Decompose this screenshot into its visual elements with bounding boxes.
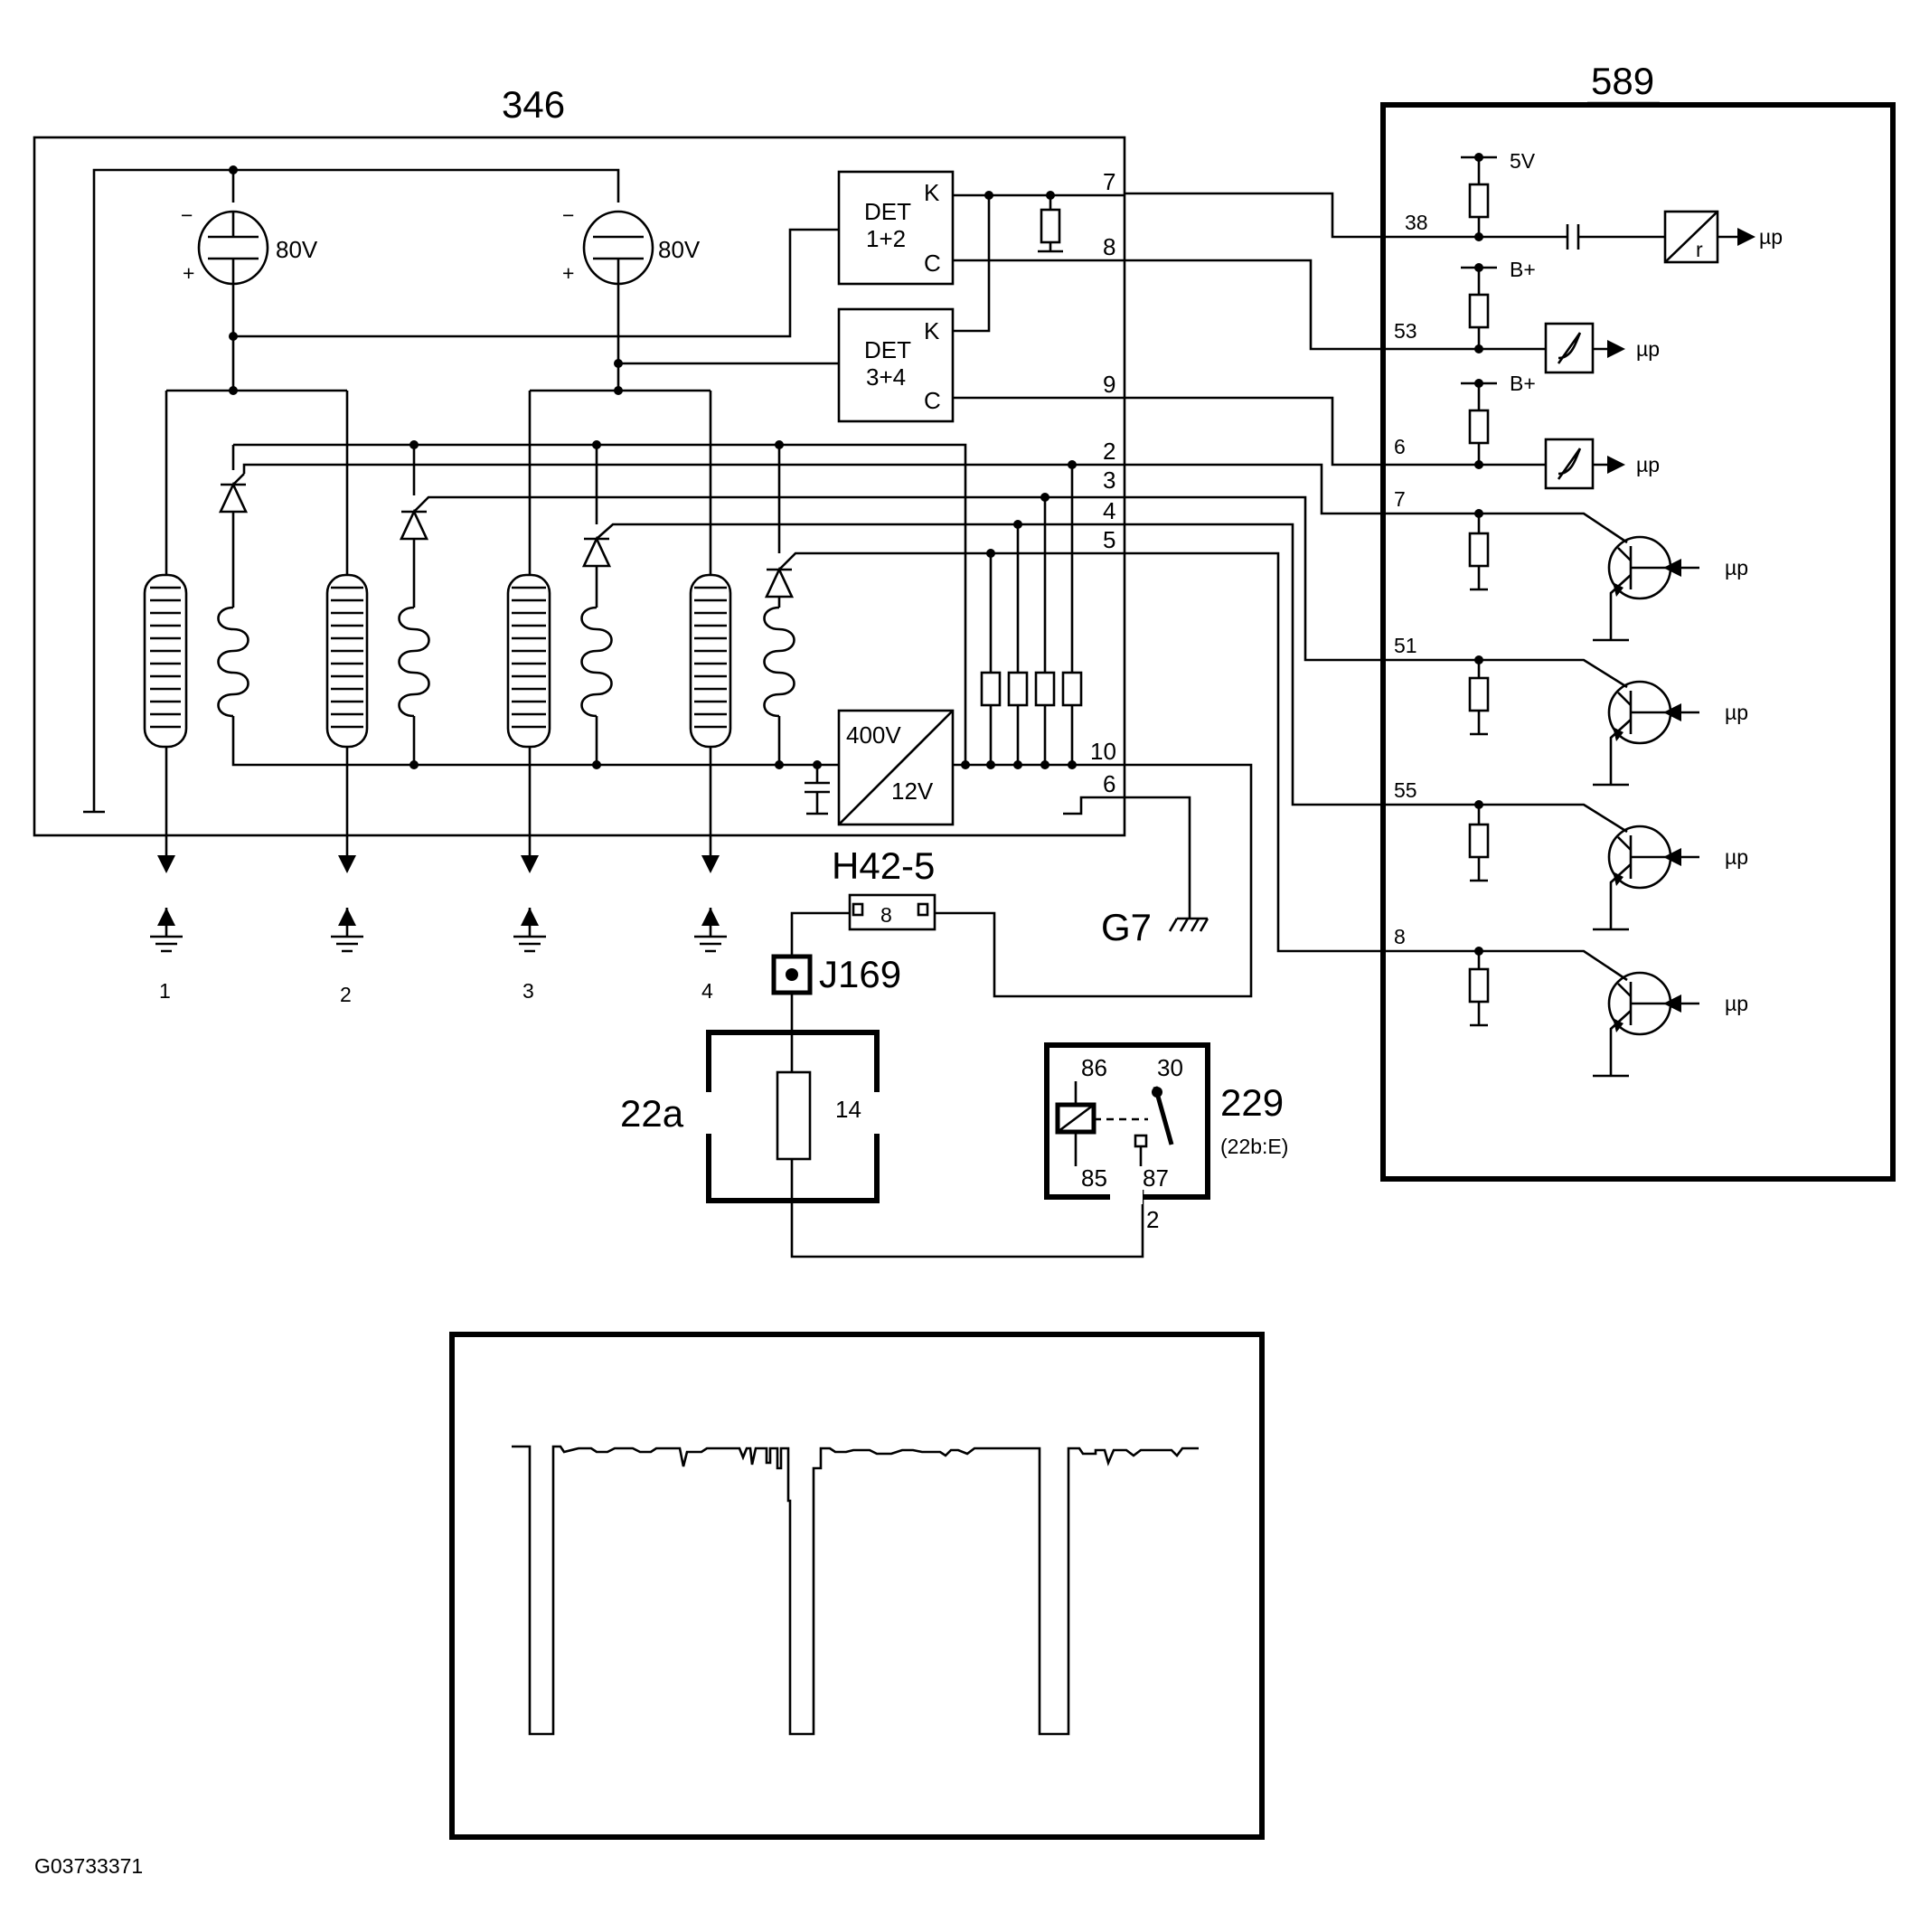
junction-j169: J169 — [771, 953, 901, 1072]
trigger-circuit-3 — [580, 440, 1125, 769]
driver-stage-51: 51 µp — [1125, 495, 1748, 787]
relay-terminal-87: 87 — [1143, 1164, 1169, 1192]
relay-229-label: 229 — [1220, 1081, 1284, 1124]
pin-8: 8 — [1103, 233, 1115, 260]
det12-k: K — [924, 179, 940, 206]
tube-2-plus: + — [562, 261, 574, 285]
ecu-589: 589 38 5V r µp 53 B+ µp — [1125, 60, 1896, 1182]
ecu-51-in: µp — [1725, 701, 1748, 724]
det12-name: DET — [864, 198, 911, 225]
pin-7: 7 — [1103, 168, 1115, 195]
figure-id: G03733371 — [34, 1854, 143, 1878]
driver-stage-55: 55 µp — [1125, 523, 1748, 931]
ecu-8-in: µp — [1725, 992, 1748, 1015]
pin-6: 6 — [1103, 770, 1115, 797]
ecu-pin-6: 6 — [1394, 435, 1406, 458]
pin-9: 9 — [1103, 371, 1115, 398]
connector-h42-5: H42-5 8 — [790, 763, 1253, 998]
ecu-6-out: µp — [1636, 453, 1660, 476]
ecu-bplus-2: B+ — [1510, 372, 1536, 395]
det34-name: DET — [864, 336, 911, 363]
ecu-pin-38: 38 — [1405, 211, 1428, 234]
pin-2: 2 — [1103, 438, 1115, 465]
relay-location: (22b:E) — [1220, 1135, 1288, 1158]
spark-plug-2: 2 — [331, 855, 363, 1006]
coil-primary-3 — [506, 391, 551, 857]
knock-amplifier: r — [1663, 210, 1719, 264]
relay-terminal-85: 85 — [1081, 1164, 1107, 1192]
ignition-module-346: 346 80V − + 80V − + — [33, 83, 1126, 857]
detector-3-4: DET 3+4 K C — [837, 307, 955, 423]
ecu-knock-out: µp — [1759, 225, 1783, 249]
trigger-circuit-2 — [398, 440, 1125, 769]
tube-2-voltage: 80V — [658, 236, 701, 263]
capacitor-tube-2: 80V − + — [562, 203, 701, 286]
junction-j169-label: J169 — [819, 953, 901, 995]
ecu-pin-53: 53 — [1394, 319, 1417, 343]
ground-g7-label: G7 — [1101, 906, 1152, 948]
dc-converter: 400V 12V — [805, 709, 1076, 826]
tube-1-plus: + — [183, 261, 194, 285]
tube-1-minus: − — [181, 203, 193, 227]
spark-plug-3-label: 3 — [522, 979, 534, 1003]
fusebox-22a-label: 22a — [620, 1092, 684, 1135]
driver-stage-8: 8 µp — [1125, 551, 1748, 1078]
converter-out: 12V — [891, 778, 934, 805]
relay-terminal-86: 86 — [1081, 1054, 1107, 1081]
pin-4: 4 — [1103, 497, 1115, 524]
ecu-pin-8: 8 — [1394, 925, 1406, 948]
det34-k: K — [924, 317, 940, 344]
ecu-5v-label: 5V — [1510, 149, 1536, 173]
spark-plug-4: 4 — [694, 855, 727, 1003]
spark-plug-4-label: 4 — [701, 979, 713, 1003]
tube-2-minus: − — [562, 203, 574, 227]
converter-in: 400V — [846, 721, 901, 749]
waveform-trace — [512, 1445, 1199, 1736]
driver-stage-7: 7 µp — [1125, 463, 1748, 642]
det34-c: C — [924, 387, 941, 414]
oscilloscope-trace-panel — [449, 1332, 1265, 1840]
fusebox-22a: 22a 14 — [620, 1030, 1144, 1258]
ecu-7-in: µp — [1725, 556, 1748, 580]
spark-plug-outputs: 1 2 3 4 — [150, 855, 727, 1006]
ecu-pin-51: 51 — [1394, 634, 1417, 657]
ground-g7: G7 — [1101, 796, 1209, 948]
tube-1-voltage: 80V — [276, 236, 318, 263]
module-346-label: 346 — [502, 83, 565, 126]
svg-text:r: r — [1696, 238, 1703, 261]
pin-10: 10 — [1090, 738, 1116, 765]
coil-primary-1 — [143, 391, 188, 857]
det12-cyl: 1+2 — [866, 225, 906, 252]
coil-primary-4 — [689, 391, 732, 857]
trigger-circuit-4 — [763, 440, 1125, 769]
ecu-bplus-1: B+ — [1510, 258, 1536, 281]
detector-1-2: DET 1+2 K C — [837, 170, 955, 286]
trigger-circuit-1 — [217, 443, 1125, 767]
relay-229: 86 30 85 87 229 (22b:E) 2 — [1044, 1042, 1288, 1233]
det12-c: C — [924, 250, 941, 277]
spark-plug-1: 1 — [150, 855, 183, 1003]
pin-5: 5 — [1103, 526, 1115, 553]
pin-3: 3 — [1103, 467, 1115, 494]
capacitor-tube-1: 80V − + — [181, 203, 318, 286]
ecu-53-out: µp — [1636, 337, 1660, 361]
relay-wire-2: 2 — [1146, 1206, 1159, 1233]
connector-h42-5-label: H42-5 — [832, 844, 935, 887]
det34-cyl: 3+4 — [866, 363, 906, 391]
ecu-pin-7: 7 — [1394, 487, 1406, 511]
fuse-number: 14 — [835, 1096, 861, 1123]
coil-primary-2 — [325, 391, 369, 857]
connector-pin: 8 — [880, 903, 892, 927]
relay-terminal-30: 30 — [1157, 1054, 1183, 1081]
ecu-55-in: µp — [1725, 845, 1748, 869]
ecu-pin-55: 55 — [1394, 778, 1417, 802]
spark-plug-1-label: 1 — [159, 979, 171, 1003]
ecu-589-label: 589 — [1591, 60, 1654, 102]
spark-plug-2-label: 2 — [340, 983, 352, 1006]
spark-plug-3: 3 — [513, 855, 546, 1003]
